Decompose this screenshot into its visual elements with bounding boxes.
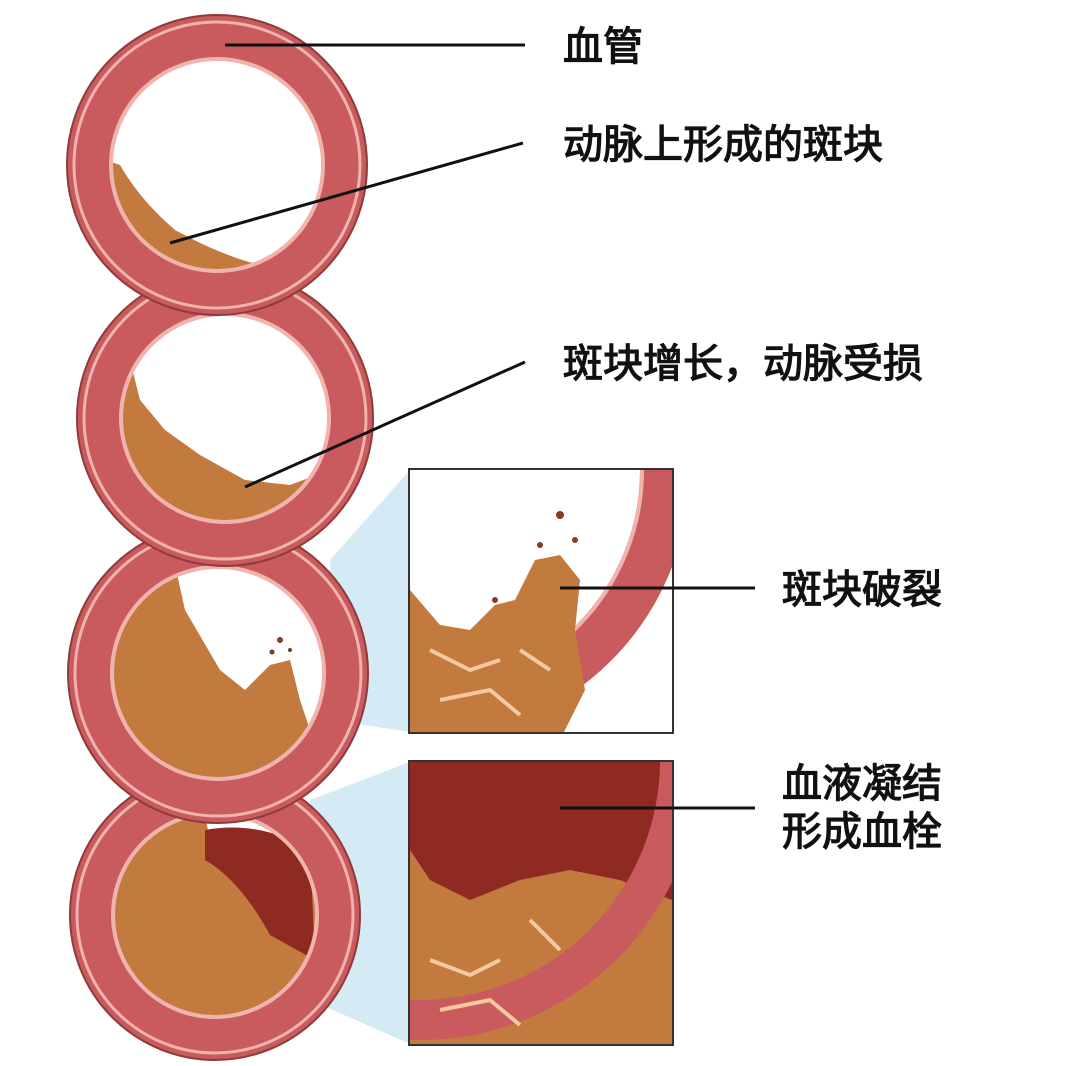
label-clot-line2: 形成血栓 bbox=[782, 809, 942, 855]
label-vessel: 血管 bbox=[563, 24, 643, 70]
leader-plaque-growth bbox=[244, 360, 526, 489]
vessel-stage-3 bbox=[67, 522, 369, 824]
label-plaque-formed: 动脉上形成的斑块 bbox=[563, 122, 883, 168]
label-clot-line1: 血液凝结 bbox=[782, 761, 942, 807]
label-plaque-growth: 斑块增长，动脉受损 bbox=[563, 341, 923, 387]
inset-plaque-rupture bbox=[408, 468, 674, 734]
vessel-stage-4 bbox=[69, 769, 361, 1061]
leader-plaque-formed bbox=[169, 141, 524, 245]
label-plaque-rupture: 斑块破裂 bbox=[782, 567, 942, 613]
vessel-stage-1 bbox=[66, 14, 368, 316]
